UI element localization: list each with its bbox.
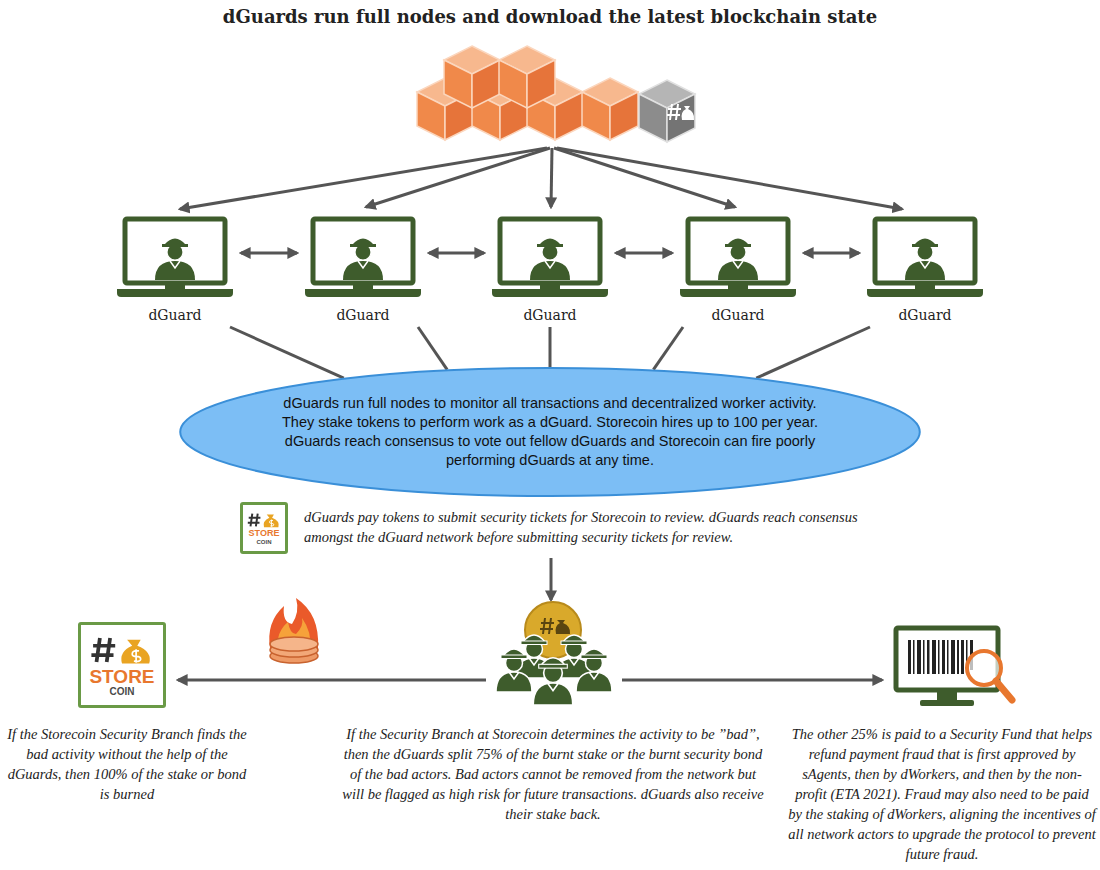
flow-arrow	[178, 679, 486, 682]
caption-text: If the Security Branch at Storecoin dete…	[340, 724, 766, 824]
diagram-title: dGuards run full nodes and download the …	[0, 6, 1100, 27]
flow-arrow	[622, 679, 882, 682]
connector	[616, 252, 672, 255]
caption-text: dGuards pay tokens to submit security ti…	[304, 507, 870, 547]
storecoin-mark	[88, 633, 156, 667]
connector	[241, 252, 297, 255]
ellipse-shape	[178, 366, 922, 498]
node-label: dGuard	[678, 307, 798, 323]
logo-word: STORE	[249, 529, 280, 538]
laptop-icon	[678, 215, 798, 301]
laptop-icon	[865, 215, 985, 301]
laptop-node: dGuard	[303, 215, 423, 323]
logo-node: STORECOIN	[240, 502, 288, 554]
laptop-node: dGuard	[115, 215, 235, 323]
node-label: dGuard	[303, 307, 423, 323]
connector	[804, 252, 859, 255]
download-arrows	[180, 148, 902, 209]
laptop-icon	[115, 215, 235, 301]
laptop-icon	[490, 215, 610, 301]
connector	[756, 327, 870, 378]
connector	[549, 327, 552, 367]
connector	[230, 327, 344, 378]
connector	[653, 327, 683, 370]
logo-node: STORECOIN	[78, 622, 166, 708]
laptop-node: dGuard	[490, 215, 610, 323]
connector	[429, 252, 484, 255]
guards-group-icon	[496, 602, 612, 705]
node-label: dGuard	[490, 307, 610, 323]
blockchain-cubes	[417, 46, 695, 142]
laptop-node: dGuard	[865, 215, 985, 323]
caption-text: The other 25% is paid to a Security Fund…	[788, 724, 1096, 864]
laptop-icon	[303, 215, 423, 301]
burning-coins-icon	[269, 598, 318, 663]
node-label: dGuard	[115, 307, 235, 323]
barcode-monitor-icon	[896, 628, 1012, 706]
logo-subword: COIN	[257, 539, 272, 545]
caption-text: If the Storecoin Security Branch finds t…	[2, 724, 252, 804]
logo-word: STORE	[89, 667, 154, 687]
ellipse-text: dGuards run full nodes to monitor all tr…	[280, 394, 820, 470]
logo-subword: COIN	[110, 687, 135, 698]
storecoin-mark	[246, 511, 282, 529]
ellipse-node: dGuards run full nodes to monitor all tr…	[178, 366, 922, 498]
connector	[418, 327, 447, 370]
node-label: dGuard	[865, 307, 985, 323]
flow-arrow	[550, 558, 553, 600]
laptop-node: dGuard	[678, 215, 798, 323]
